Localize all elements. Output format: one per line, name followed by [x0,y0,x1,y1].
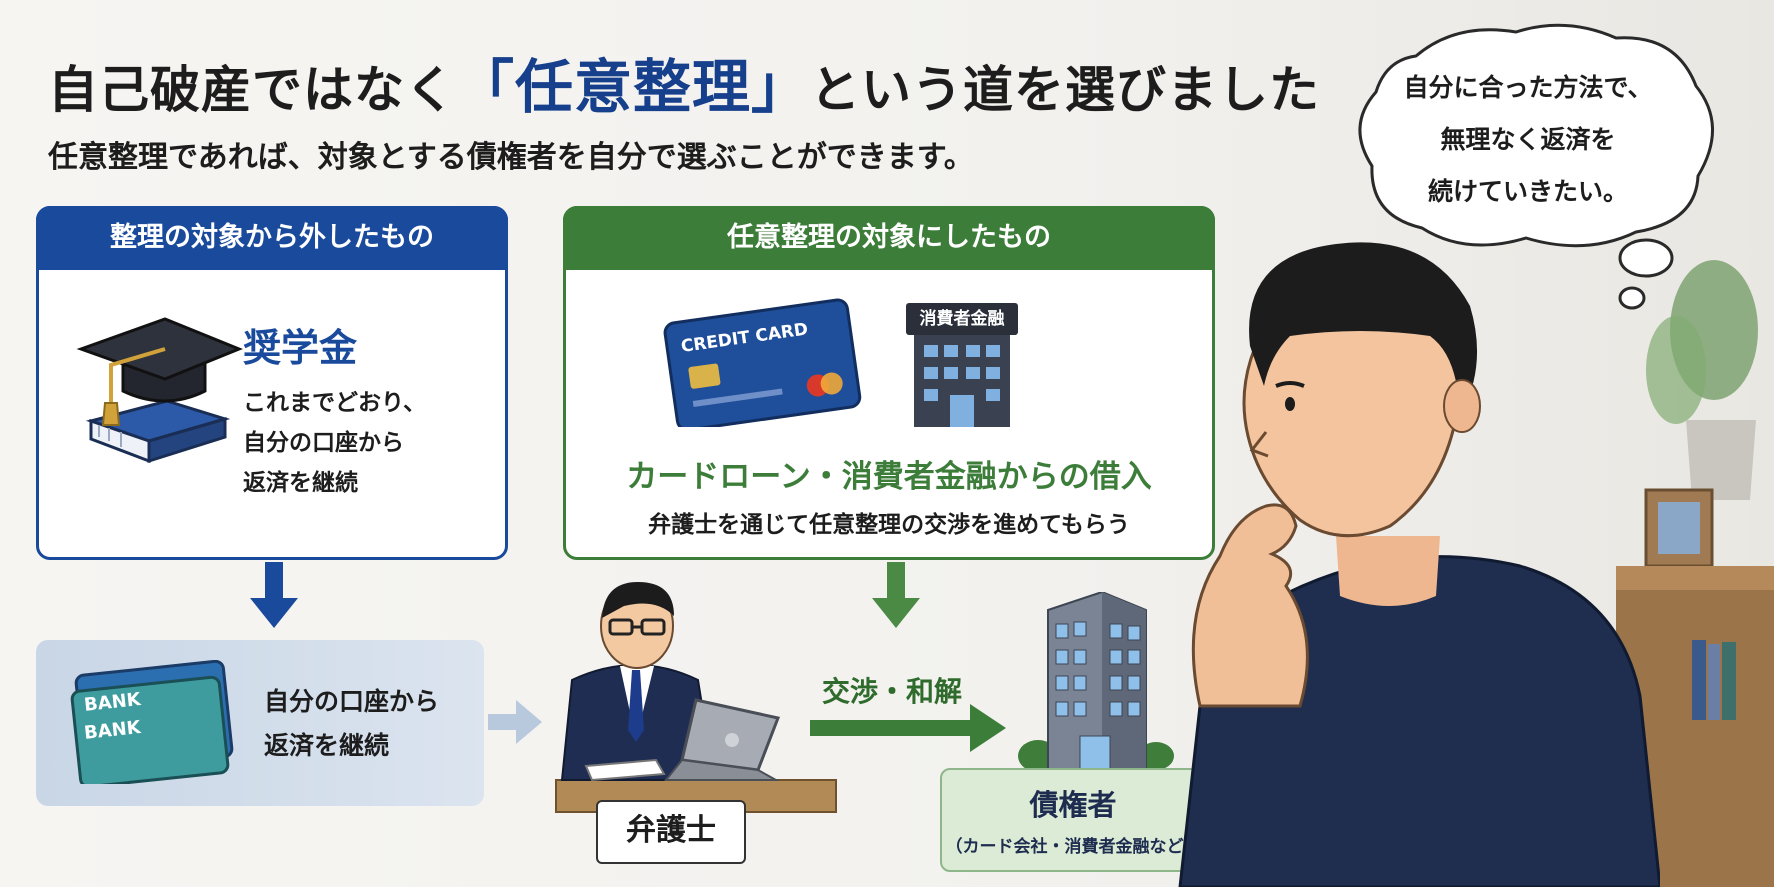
included-panel-header: 任意整理の対象にしたもの [563,206,1215,270]
creditor-building-icon [1018,592,1174,770]
thought-line: 自分に合った方法で、 [1403,73,1653,102]
bank-repayment-text: 自分の口座から 返済を継続 [264,680,439,768]
excluded-item-description: これまでどおり、 自分の口座から 返済を継続 [243,383,426,503]
excluded-line: 返済を継続 [243,470,358,496]
page-title: 自己破産ではなく「任意整理」という道を選びました [48,40,1320,124]
excluded-panel: 整理の対象から外したもの 奨学金 これまでどおり、 自分の口座から 返済を継続 [36,206,508,560]
creditor-sublabel: （カード会社・消費者金融など） [945,837,1201,857]
credit-card-icon: CREDIT CARD [663,298,862,427]
down-arrow-green-icon [872,562,920,628]
bank-line: 自分の口座から [264,687,440,716]
excluded-line: 自分の口座から [243,430,404,456]
page-subtitle: 任意整理であれば、対象とする債権者を自分で選ぶことができます。 [48,140,974,175]
title-highlight: 「任意整理」 [456,53,811,121]
title-part-before: 自己破産ではなく [48,61,456,119]
excluded-line: これまでどおり、 [243,390,427,416]
negotiation-label: 交渉・和解 [822,675,963,708]
lawyer-illustration [555,582,837,813]
right-arrow-light-icon [488,700,542,744]
right-arrow-green-icon [810,704,1006,752]
consumer-finance-building: 消費者金融 [906,303,1018,431]
included-panel: 任意整理の対象にしたもの CREDIT CARD 消費者金融 カードローン・消費… [563,206,1215,560]
thought-line: 無理なく返済を [1440,125,1616,154]
thinking-man-illustration [1178,242,1660,887]
lawyer-label: 弁護士 [596,800,746,864]
included-item-description: 弁護士を通じて任意整理の交渉を進めてもらう [648,512,1130,538]
excluded-item-label: 奨学金 [243,326,358,370]
office-building-icon [914,335,1010,427]
bank-passbook-icon: BANK BANK [70,660,234,784]
bank-repayment-box: BANK BANK 自分の口座から 返済を継続 [36,640,484,806]
excluded-panel-header: 整理の対象から外したもの [36,206,508,270]
thought-text: 自分に合った方法で、 無理なく返済を 続けていきたい。 [1368,62,1688,218]
graduation-cap-book-icon [76,317,243,464]
bank-line: 返済を継続 [264,731,390,760]
title-part-after: という道を選びました [810,61,1321,119]
down-arrow-blue-icon [250,562,298,628]
thought-bubble-icon [1358,23,1714,310]
creditor-box: 債権者 （カード会社・消費者金融など） [940,768,1206,872]
creditor-label: 債権者 [1029,788,1117,822]
consumer-finance-sign: 消費者金融 [906,303,1018,335]
thought-line: 続けていきたい。 [1427,177,1628,206]
included-item-label: カードローン・消費者金融からの借入 [626,459,1152,495]
